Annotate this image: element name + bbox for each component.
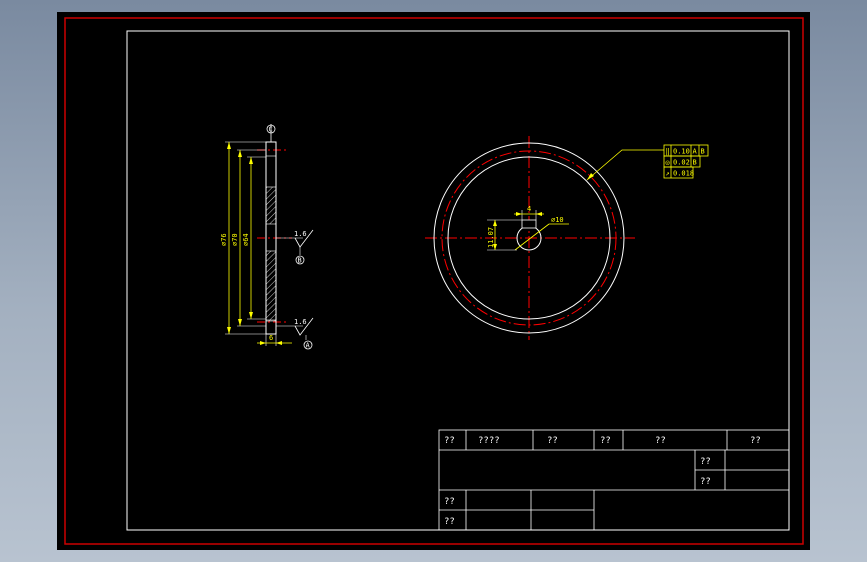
tol-1-extra: B xyxy=(701,148,705,156)
datum-a-label: A xyxy=(306,342,311,350)
outer-frame xyxy=(64,17,804,545)
tb-cell-3: ?? xyxy=(547,436,558,446)
side-view: C ⌀76 ⌀70 ⌀64 6 1.6 B xyxy=(220,124,314,350)
tb-cell-2: ???? xyxy=(478,436,500,446)
dim-bore-10: ⌀10 xyxy=(551,216,564,224)
tb-cell-1: ?? xyxy=(444,436,455,446)
dim-dia-64: ⌀64 xyxy=(242,233,250,246)
tol-2-datum: B xyxy=(693,159,697,167)
tol-1-datum: A xyxy=(693,148,698,156)
dim-width-6: 6 xyxy=(269,334,273,342)
pitch-circle xyxy=(441,150,617,326)
hatch-lower xyxy=(265,250,277,322)
dim-keyway-4: 4 xyxy=(527,205,531,213)
tb-right-label-2: ?? xyxy=(700,477,711,487)
datum-c-label: C xyxy=(269,126,273,134)
inner-rim xyxy=(447,156,611,320)
dim-dia-70: ⌀70 xyxy=(231,233,239,246)
hatch-upper xyxy=(265,186,277,225)
tb-cell-4: ?? xyxy=(600,436,611,446)
cad-drawing: C ⌀76 ⌀70 ⌀64 6 1.6 B xyxy=(64,17,804,545)
tb-cell-6: ?? xyxy=(750,436,761,446)
tb-left-label-2: ?? xyxy=(444,517,455,527)
datum-b-label: B xyxy=(298,257,302,265)
drawing-canvas: C ⌀76 ⌀70 ⌀64 6 1.6 B xyxy=(57,12,810,550)
tol-1-value: 0.10 xyxy=(673,148,690,156)
dim-key-11-07: 11.07 xyxy=(487,227,495,248)
tol-2-value: 0.02 xyxy=(673,159,690,167)
roughness-2-value: 1.6 xyxy=(294,318,307,326)
tolerance-frame: ‖ 0.10 A B ◎ 0.02 B ↗ 0.018 xyxy=(663,144,709,179)
front-view: 4 ⌀10 11.07 ‖ 0.10 A B ◎ 0.02 xyxy=(425,136,709,340)
tb-left-label-1: ?? xyxy=(444,497,455,507)
tb-cell-5: ?? xyxy=(655,436,666,446)
keyway xyxy=(521,219,537,229)
dim-dia-76: ⌀76 xyxy=(220,233,228,246)
inner-frame xyxy=(126,30,790,531)
tol-3-symbol: ↗ xyxy=(666,170,670,178)
tol-3-value: 0.018 xyxy=(673,170,694,178)
tol-2-symbol: ◎ xyxy=(666,159,671,167)
tb-right-label-1: ?? xyxy=(700,457,711,467)
tol-1-symbol: ‖ xyxy=(666,148,670,156)
title-block xyxy=(438,429,790,531)
roughness-1-value: 1.6 xyxy=(294,230,307,238)
outer-rim xyxy=(433,142,625,334)
